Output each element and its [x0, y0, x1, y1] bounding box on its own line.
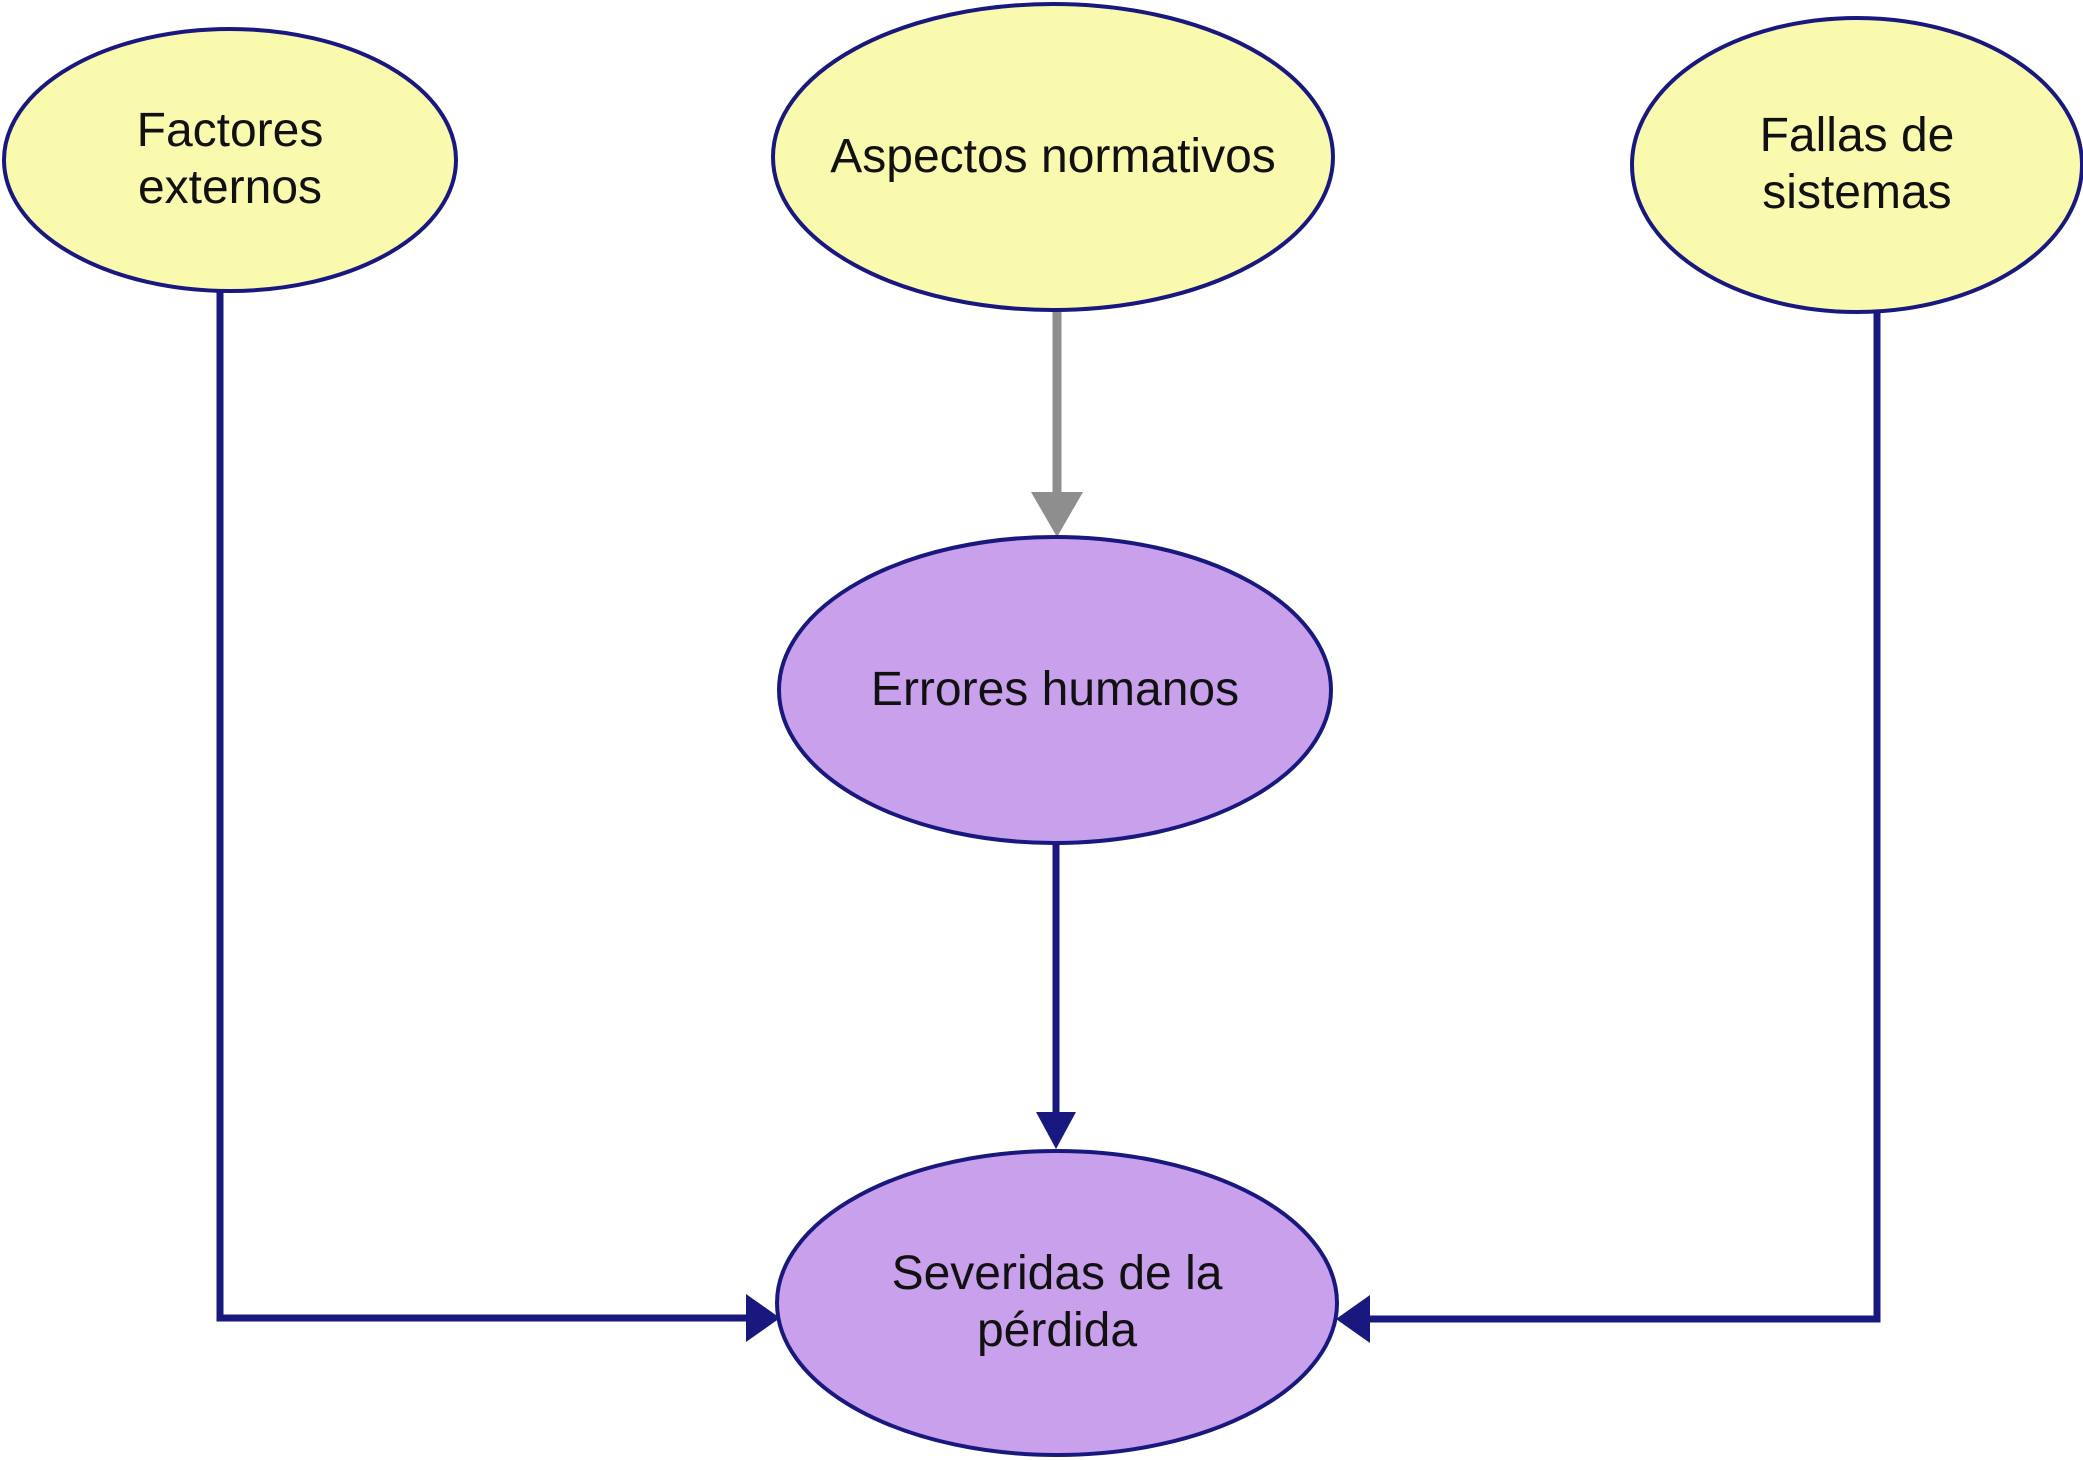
arrowhead-right-navy-icon: [746, 1294, 780, 1342]
arrowhead-down-navy-icon: [1036, 1112, 1076, 1149]
edge-errores-to-severidas: [1036, 844, 1076, 1149]
node-aspectos-normativos: [771, 2, 1335, 312]
edge-fallas-to-severidas: [1336, 313, 1881, 1343]
node-fallas-de-sistemas: [1630, 16, 2083, 314]
edge-line-fallas-to-severidas: [1370, 313, 1881, 1323]
node-severidas-de-la-perdida: [775, 1149, 1339, 1457]
arrowhead-down-gray-icon: [1031, 492, 1083, 537]
arrowhead-left-navy-icon: [1336, 1295, 1370, 1343]
node-factores-externos: [2, 27, 458, 293]
edge-line-factores-to-severidas: [216, 291, 747, 1322]
edge-aspectos-to-errores: [1031, 308, 1083, 537]
node-errores-humanos: [777, 535, 1333, 845]
edge-factores-to-severidas: [216, 291, 780, 1342]
